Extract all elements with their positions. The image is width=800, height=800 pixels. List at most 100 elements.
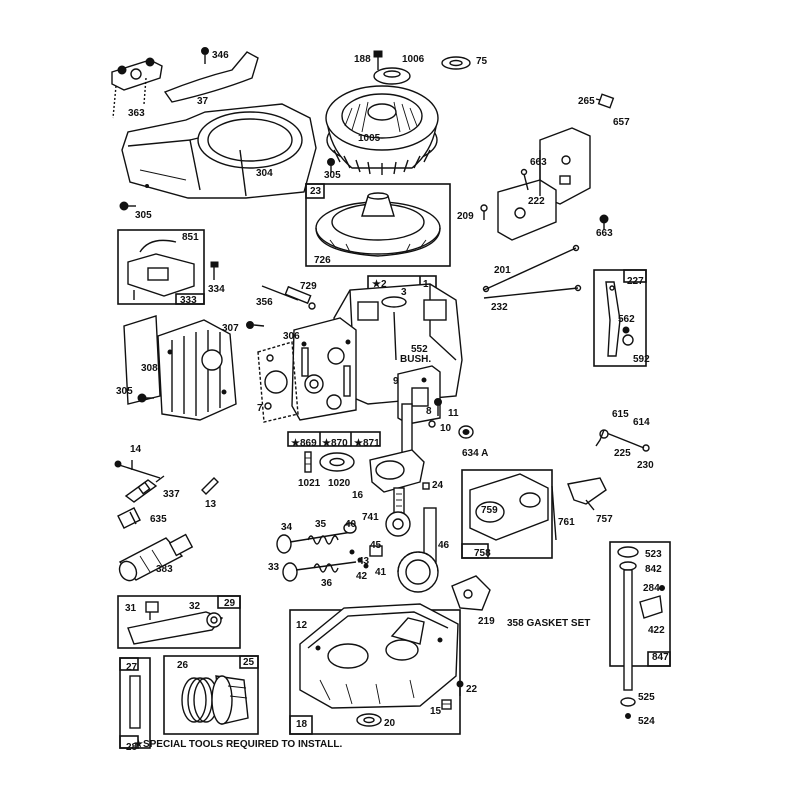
- part-label-29: 29: [224, 598, 236, 609]
- part-label-284: 284: [643, 583, 660, 594]
- screw-22: [456, 680, 464, 696]
- part-label-1020: 1020: [328, 478, 351, 489]
- part-label-225: 225: [614, 448, 631, 459]
- part-label-27: 27: [126, 662, 138, 673]
- part-label-635: 635: [150, 514, 167, 525]
- ignition-box: [117, 229, 205, 305]
- part-label-726: 726: [314, 255, 331, 266]
- part-label-230: 230: [637, 460, 654, 471]
- screw-663b: [599, 214, 609, 230]
- part-label-40: 40: [345, 519, 357, 530]
- part-label-10: 10: [440, 423, 452, 434]
- connecting-rod-box: [117, 595, 241, 649]
- flywheel: [325, 85, 439, 175]
- part-label-12: 12: [296, 620, 308, 631]
- rings-box: [163, 655, 259, 735]
- part-label-870: ★870: [322, 438, 348, 449]
- part-label-869: ★869: [291, 438, 317, 449]
- washer-75: [441, 56, 471, 70]
- part-label-gasket: 358 GASKET SET: [507, 618, 591, 629]
- part-label-562: 562: [618, 314, 635, 325]
- piston-pin-box: [119, 657, 151, 749]
- part-label-634a: 634 A: [462, 448, 489, 459]
- muffler-383: [118, 533, 194, 582]
- part-label-1: 1: [423, 279, 429, 290]
- screw-209: [480, 204, 488, 220]
- part-label-75: 75: [476, 56, 488, 67]
- part-label-524: 524: [638, 716, 655, 727]
- part-label-346: 346: [212, 50, 229, 61]
- part-label-759: 759: [481, 505, 498, 516]
- governor-link-232: [483, 284, 582, 299]
- part-label-741: 741: [362, 512, 379, 523]
- part-label-657: 657: [613, 117, 630, 128]
- bolt-188: [373, 50, 383, 70]
- dipstick-box: [609, 541, 671, 719]
- head-gasket-7: [257, 341, 299, 423]
- part-label-757: 757: [596, 514, 613, 525]
- part-label-842: 842: [645, 564, 662, 575]
- retainer-40: [343, 522, 357, 534]
- blower-housing: [121, 103, 317, 199]
- part-label-615: 615: [612, 409, 629, 420]
- part-label-847: 847: [652, 652, 669, 663]
- air-guide: [163, 47, 259, 103]
- pin-13: [201, 477, 219, 495]
- part-label-383: 383: [156, 564, 173, 575]
- cylinder-block: [291, 275, 463, 425]
- governor-link-201: [482, 244, 580, 293]
- part-label-758: 758: [474, 548, 491, 559]
- key-24: [422, 482, 430, 490]
- screw-10: [428, 420, 436, 428]
- part-label-614: 614: [633, 417, 650, 428]
- part-label-523: 523: [645, 549, 662, 560]
- bracket-219: [451, 575, 491, 611]
- valve-33: [282, 561, 357, 582]
- retainer-1021: [304, 451, 312, 473]
- governor-housing-box: [461, 469, 557, 559]
- screw-334: [210, 261, 219, 280]
- part-label-3: 3: [401, 287, 407, 298]
- governor-shaft-225: [595, 429, 650, 452]
- part-label-306: 306: [283, 331, 300, 342]
- seal-1020: [319, 452, 355, 472]
- part-label-36: 36: [321, 578, 333, 589]
- part-label-209: 209: [457, 211, 474, 222]
- part-label-23: 23: [310, 186, 322, 197]
- part-label-28: 28: [126, 742, 138, 753]
- part-label-356: 356: [256, 297, 273, 308]
- part-label-2: ★2: [372, 279, 387, 290]
- crankshaft: [369, 403, 425, 523]
- keepers-41-42-43: [349, 549, 369, 569]
- part-label-729: 729: [300, 281, 317, 292]
- part-label-305b: 305: [135, 210, 152, 221]
- camshaft: [369, 507, 439, 593]
- screw-305c: [137, 393, 154, 403]
- part-label-34: 34: [281, 522, 293, 533]
- part-label-18: 18: [296, 719, 308, 730]
- part-label-43: 43: [358, 556, 370, 567]
- part-label-188: 188: [354, 54, 371, 65]
- part-label-871: ★871: [354, 438, 380, 449]
- part-label-305a: 305: [324, 170, 341, 181]
- part-label-307: 307: [222, 323, 239, 334]
- part-label-851: 851: [182, 232, 199, 243]
- part-label-592: 592: [633, 354, 650, 365]
- part-label-41: 41: [375, 567, 387, 578]
- part-label-8: 8: [426, 406, 432, 417]
- screw-265: [595, 93, 615, 109]
- valve-34: [276, 531, 353, 554]
- part-label-337: 337: [163, 489, 180, 500]
- part-label-20: 20: [384, 718, 396, 729]
- screw-11: [434, 398, 442, 416]
- part-label-46: 46: [438, 540, 450, 551]
- part-label-42: 42: [356, 571, 368, 582]
- special-tool-boxes: [287, 431, 381, 447]
- arm-757: [567, 477, 607, 511]
- seal-20: [356, 713, 382, 727]
- part-label-227: 227: [627, 276, 644, 287]
- part-label-33: 33: [268, 562, 280, 573]
- part-label-232: 232: [491, 302, 508, 313]
- part-label-663b: 663: [596, 228, 613, 239]
